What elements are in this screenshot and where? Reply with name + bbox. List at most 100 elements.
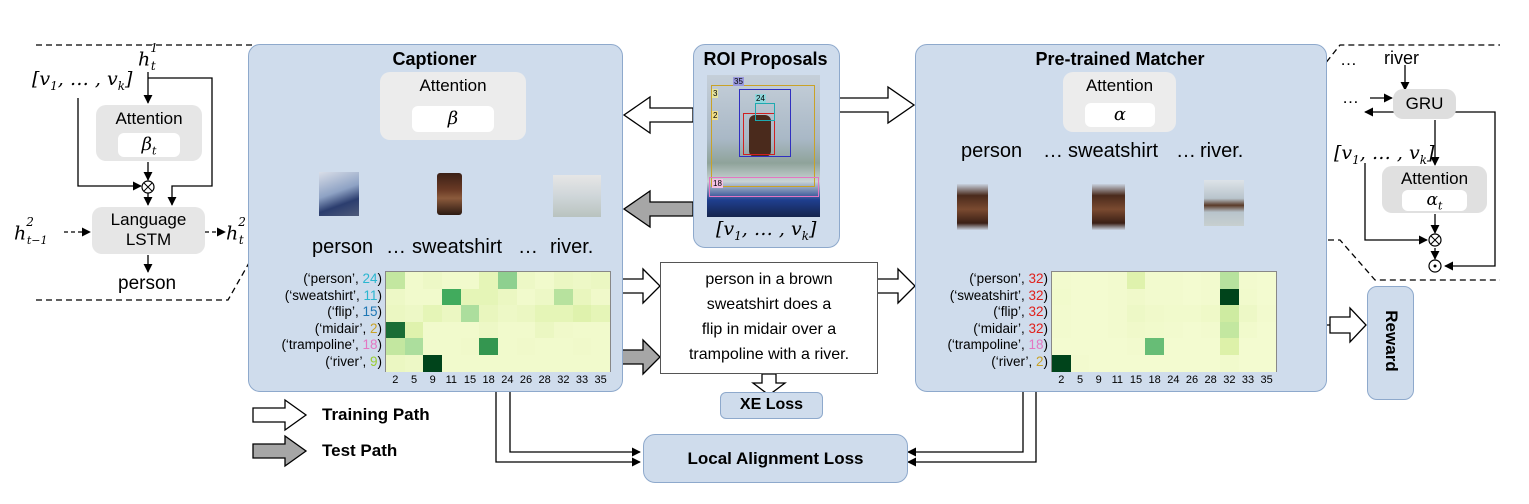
attention-box-left: Attention βt [96, 105, 202, 161]
heatmap-row-label: (‘midair’, 2) [314, 320, 382, 336]
captioner-word-river: river. [550, 236, 594, 258]
heatmap-cell [442, 272, 462, 289]
heatmap-cell [460, 305, 480, 322]
matcher-word-ellipsis-1: … [1043, 140, 1063, 162]
heatmap-x-tick: 33 [1241, 374, 1255, 386]
gru-label: GRU [1405, 94, 1444, 113]
heatmap-cell [1182, 272, 1202, 289]
heatmap-cell [1070, 354, 1090, 372]
heatmap-cell [591, 288, 611, 306]
heatmap-cell [1126, 354, 1146, 372]
heatmap-cell [572, 288, 592, 306]
heatmap-cell [386, 272, 406, 289]
heatmap-x-tick: 18 [482, 374, 495, 386]
heatmap-cell [572, 305, 592, 322]
matcher-crop-river [1204, 180, 1244, 226]
heatmap-cell [386, 338, 406, 355]
heatmap-cell [1052, 288, 1072, 306]
heatmap-x-tick: 5 [1076, 374, 1084, 386]
heatmap-cell [1108, 272, 1128, 289]
heatmap-cell [460, 354, 480, 372]
heatmap-cell [479, 288, 499, 306]
v-set-right: [v1, … , vk] [1334, 142, 1435, 167]
heatmap-cell [1201, 288, 1221, 306]
heatmap-cell [1238, 338, 1258, 355]
heatmap-cell [1052, 321, 1072, 339]
heatmap-cell [404, 321, 424, 339]
heatmap-cell [1126, 305, 1146, 322]
heatmap-cell [1126, 338, 1146, 355]
heatmap-cell [498, 305, 518, 322]
heatmap-cell [554, 305, 574, 322]
heatmap-cell [386, 321, 406, 339]
heatmap-cell [1145, 288, 1165, 306]
arrow-to-reward [1329, 306, 1367, 344]
matcher-word-person: person [961, 140, 1023, 162]
heatmap-row-label: (‘sweatshirt’, 11) [284, 287, 382, 303]
arrow-roi-to-captioner-test [622, 189, 694, 229]
attention-label-right: Attention [1400, 169, 1469, 188]
heatmap-cell [1257, 305, 1277, 322]
roi-label-24: 24 [755, 94, 766, 103]
heatmap-cell [1089, 305, 1109, 322]
roi-image: 35 3 2 24 18 [707, 75, 820, 217]
heatmap-cell [386, 288, 406, 306]
heatmap-cell [1220, 354, 1240, 372]
heatmap-cell [1164, 321, 1184, 339]
heatmap-cell [1052, 338, 1072, 355]
beta-t-label: βt [141, 134, 157, 158]
gru-box: GRU [1393, 89, 1456, 119]
heatmap-x-tick: 11 [1111, 374, 1124, 386]
heatmap-cell [442, 338, 462, 355]
heatmap-cell [1201, 305, 1221, 322]
heatmap-x-tick: 11 [445, 374, 458, 386]
heatmap-cell [1145, 305, 1165, 322]
heatmap-cell [1220, 305, 1240, 322]
captioner-word-person: person [312, 236, 374, 258]
roi-person-figure [749, 115, 771, 157]
local-alignment-loss-label: Local Alignment Loss [687, 449, 864, 468]
heatmap-cell [1238, 305, 1258, 322]
heatmap-row-label: (‘flip’, 15) [327, 304, 382, 320]
heatmap-x-tick: 26 [519, 374, 533, 386]
captioner-word-sweatshirt: sweatshirt [412, 236, 503, 258]
heatmap-cell [386, 354, 406, 372]
heatmap-x-tick: 33 [575, 374, 589, 386]
heatmap-cell [1108, 338, 1128, 355]
heatmap-cell [535, 338, 555, 355]
heatmap-x-tick: 9 [1095, 374, 1102, 386]
heatmap-cell [1126, 321, 1146, 339]
generated-caption-text: person in a brown sweatshirt does a flip… [688, 271, 850, 363]
heatmap-cell [1257, 321, 1277, 339]
heatmap-x-tick: 28 [1204, 374, 1217, 386]
heatmap-cell [1070, 338, 1090, 355]
heatmap-cell [479, 321, 499, 339]
xe-loss-box: XE Loss [720, 392, 823, 419]
heatmap-row-label: (‘flip’, 32) [993, 304, 1048, 320]
heatmap-cell [1052, 354, 1072, 372]
h2-output-label: h2t [226, 215, 246, 248]
roi-label-3: 3 [712, 89, 719, 98]
legend-training-label: Training Path [322, 405, 430, 424]
roi-box-35 [739, 89, 791, 157]
heatmap-row-label: (‘sweatshirt’, 32) [949, 287, 1048, 303]
matcher-heatmap [1051, 271, 1277, 372]
matcher-word-sweatshirt: sweatshirt [1068, 140, 1159, 162]
heatmap-cell [554, 338, 574, 355]
heatmap-cell [404, 354, 424, 372]
heatmap-cell [1257, 272, 1277, 289]
heatmap-cell [460, 321, 480, 339]
crop-river [553, 175, 601, 217]
heatmap-row-label: (‘midair’, 32) [973, 320, 1048, 336]
heatmap-cell [535, 288, 555, 306]
local-alignment-loss-box: Local Alignment Loss [643, 434, 908, 483]
heatmap-cell [1164, 272, 1184, 289]
heatmap-cell [1108, 288, 1128, 306]
heatmap-cell [460, 338, 480, 355]
roi-box-small [755, 103, 775, 121]
roi-label-35: 35 [733, 77, 744, 86]
legend-test-label: Test Path [322, 441, 398, 460]
heatmap-cell [535, 321, 555, 339]
heatmap-cell [572, 321, 592, 339]
